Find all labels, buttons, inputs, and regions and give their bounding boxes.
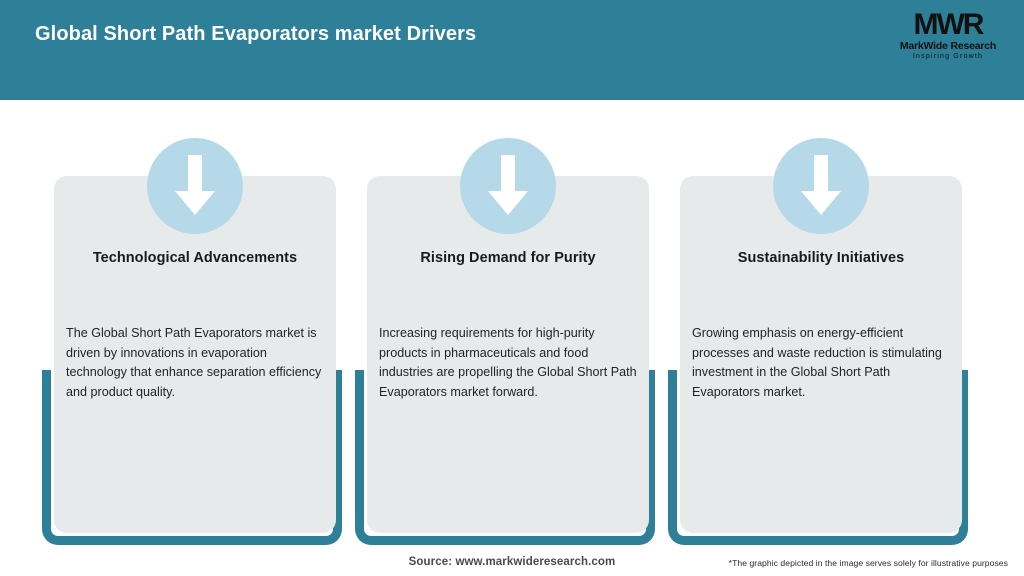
- page-title: Global Short Path Evaporators market Dri…: [35, 23, 477, 45]
- card-teal-frame: [42, 370, 342, 545]
- down-arrow-icon: [460, 138, 556, 234]
- source-label: Source: www.markwideresearch.com: [408, 556, 616, 568]
- card-teal-frame: [355, 370, 655, 545]
- card-panel: [54, 176, 336, 533]
- card-teal-frame: [668, 370, 968, 545]
- logo-company-name: MarkWide Research: [899, 40, 997, 52]
- down-arrow-icon: [773, 138, 869, 234]
- logo-monogram: MWR: [913, 8, 985, 41]
- down-arrow-icon: [147, 138, 243, 234]
- driver-card: Technological Advancements The Global Sh…: [42, 100, 357, 546]
- markwide-research-logo: MWR MarkWide Research Inspiring Growth: [892, 10, 1004, 68]
- card-body-text: Growing emphasis on energy-efficient pro…: [692, 326, 942, 399]
- logo-tagline: Inspiring Growth: [912, 53, 984, 60]
- card-panel: [367, 176, 649, 533]
- card-panel: [680, 176, 962, 533]
- card-heading: Sustainability Initiatives: [737, 250, 905, 266]
- card-heading: Technological Advancements: [92, 250, 298, 266]
- driver-cards-row: Technological Advancements The Global Sh…: [0, 100, 1024, 546]
- driver-card: Rising Demand for Purity Increasing requ…: [355, 100, 670, 546]
- disclaimer-label: *The graphic depicted in the image serve…: [728, 558, 1008, 568]
- page-header: Global Short Path Evaporators market Dri…: [0, 0, 1024, 100]
- card-heading: Rising Demand for Purity: [420, 250, 596, 266]
- driver-card: Sustainability Initiatives Growing empha…: [668, 100, 983, 546]
- card-body-text: The Global Short Path Evaporators market…: [66, 326, 322, 399]
- card-body-text: Increasing requirements for high-purity …: [379, 326, 637, 399]
